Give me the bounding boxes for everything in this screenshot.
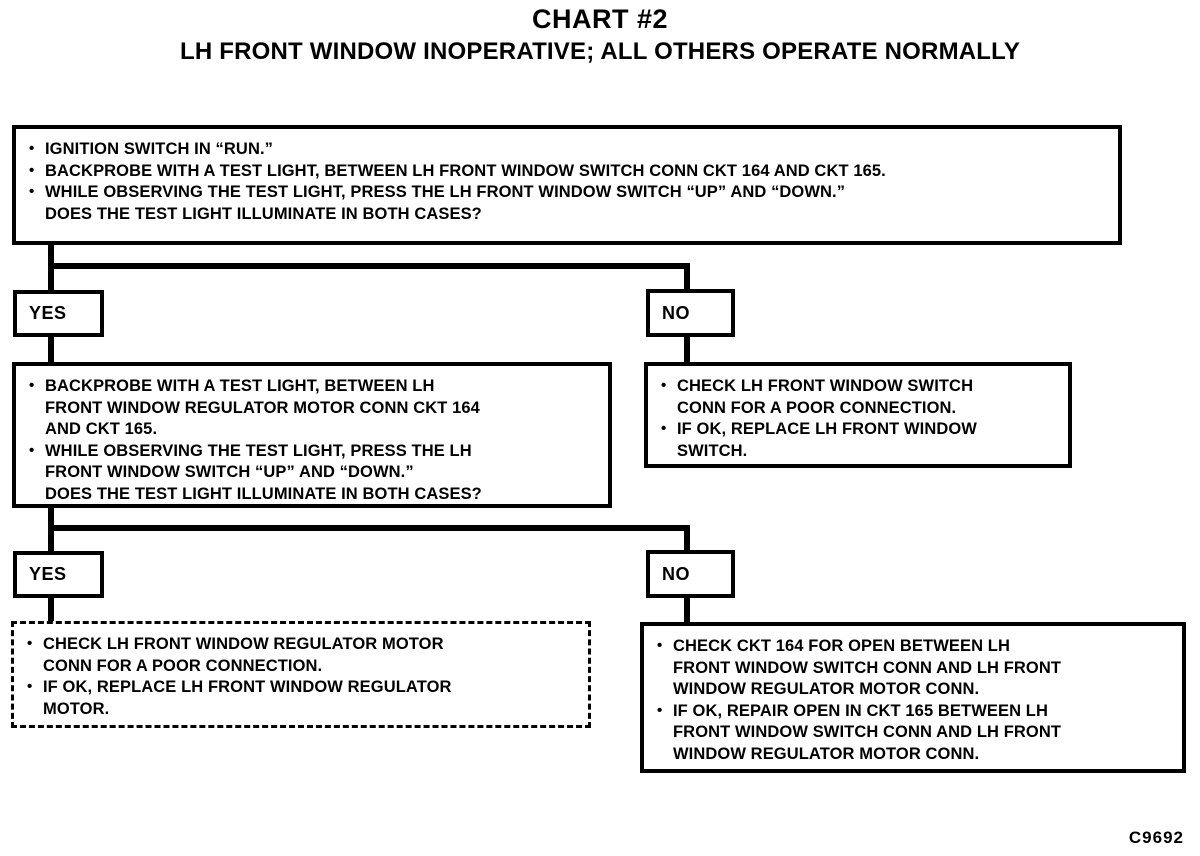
connector-to-yes-2 xyxy=(48,525,54,554)
decision-yes-1-label: YES xyxy=(29,303,67,323)
connector-to-yes-1 xyxy=(48,263,54,292)
step-box-regulator-motor-test: BACKPROBE WITH A TEST LIGHT, BETWEEN LH … xyxy=(12,362,612,508)
connector-branch-bar-1 xyxy=(48,263,690,269)
bullet-list: CHECK CKT 164 FOR OPEN BETWEEN LH FRONT … xyxy=(656,635,1172,766)
decision-no-1: NO xyxy=(646,289,735,337)
decision-yes-1: YES xyxy=(13,290,104,337)
bullet-list: CHECK LH FRONT WINDOW REGULATOR MOTOR CO… xyxy=(26,633,578,720)
connector-yes2-to-step3yes xyxy=(48,596,54,624)
decision-yes-2-label: YES xyxy=(29,564,67,584)
list-item: BACKPROBE WITH A TEST LIGHT, BETWEEN LH … xyxy=(28,160,1108,183)
list-item: CHECK LH FRONT WINDOW SWITCH CONN FOR A … xyxy=(660,375,1058,419)
list-item: IGNITION SWITCH IN “RUN.” xyxy=(28,138,1108,161)
connector-branch-bar-2 xyxy=(48,525,690,531)
page-title: CHART #2 xyxy=(531,4,669,34)
list-item: CHECK LH FRONT WINDOW REGULATOR MOTOR CO… xyxy=(26,633,578,677)
connector-step2-stem xyxy=(48,505,54,531)
bullet-list: IGNITION SWITCH IN “RUN.” BACKPROBE WITH… xyxy=(28,138,1108,225)
bullet-list: BACKPROBE WITH A TEST LIGHT, BETWEEN LH … xyxy=(28,375,598,506)
connector-yes1-to-step2 xyxy=(48,335,54,363)
connector-step1-stem xyxy=(48,243,54,269)
decision-no-2: NO xyxy=(646,550,735,598)
decision-no-1-label: NO xyxy=(662,302,690,323)
step-box-check-motor-conn-body: CHECK LH FRONT WINDOW REGULATOR MOTOR CO… xyxy=(14,624,588,728)
step-box-regulator-motor-test-body: BACKPROBE WITH A TEST LIGHT, BETWEEN LH … xyxy=(16,366,608,513)
page-subtitle: LH FRONT WINDOW INOPERATIVE; ALL OTHERS … xyxy=(179,38,1021,65)
list-item: WHILE OBSERVING THE TEST LIGHT, PRESS TH… xyxy=(28,440,598,506)
list-item: BACKPROBE WITH A TEST LIGHT, BETWEEN LH … xyxy=(28,375,598,441)
step-box-initial-test-body: IGNITION SWITCH IN “RUN.” BACKPROBE WITH… xyxy=(16,129,1118,233)
decision-yes-2: YES xyxy=(13,551,104,598)
list-item: IF OK, REPAIR OPEN IN CKT 165 BETWEEN LH… xyxy=(656,700,1172,766)
list-item: IF OK, REPLACE LH FRONT WINDOW SWITCH. xyxy=(660,418,1058,462)
step-box-check-switch-conn-body: CHECK LH FRONT WINDOW SWITCH CONN FOR A … xyxy=(648,366,1068,470)
step-box-check-switch-conn: CHECK LH FRONT WINDOW SWITCH CONN FOR A … xyxy=(644,362,1072,468)
step-box-check-ckt-open: CHECK CKT 164 FOR OPEN BETWEEN LH FRONT … xyxy=(640,622,1186,773)
list-item: CHECK CKT 164 FOR OPEN BETWEEN LH FRONT … xyxy=(656,635,1172,701)
connector-no1-to-step2no xyxy=(684,335,690,363)
step-box-initial-test: IGNITION SWITCH IN “RUN.” BACKPROBE WITH… xyxy=(12,125,1122,245)
step-box-check-motor-conn: CHECK LH FRONT WINDOW REGULATOR MOTOR CO… xyxy=(11,621,591,728)
connector-no2-to-step3no xyxy=(684,596,690,624)
diagram-reference-code: C9692 xyxy=(1128,828,1184,847)
list-item: IF OK, REPLACE LH FRONT WINDOW REGULATOR… xyxy=(26,676,578,720)
bullet-list: CHECK LH FRONT WINDOW SWITCH CONN FOR A … xyxy=(660,375,1058,462)
connector-to-no-2 xyxy=(684,525,690,552)
list-item: WHILE OBSERVING THE TEST LIGHT, PRESS TH… xyxy=(28,181,1108,225)
connector-to-no-1 xyxy=(684,263,690,290)
step-box-check-ckt-open-body: CHECK CKT 164 FOR OPEN BETWEEN LH FRONT … xyxy=(644,626,1182,773)
decision-no-2-label: NO xyxy=(662,563,690,584)
